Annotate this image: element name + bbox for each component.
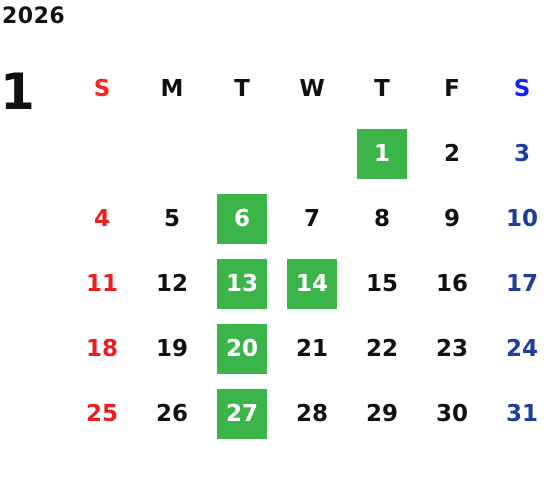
day-number: 12 bbox=[155, 270, 188, 297]
highlighted-day-number: 27 bbox=[217, 388, 267, 439]
day-number: 16 bbox=[435, 270, 468, 297]
day-number: 7 bbox=[303, 205, 320, 232]
calendar-day-cell[interactable]: 25 bbox=[67, 381, 137, 446]
day-number: 10 bbox=[505, 205, 538, 232]
calendar-day-cell[interactable]: 30 bbox=[417, 381, 487, 446]
day-number: 15 bbox=[365, 270, 398, 297]
day-number: 11 bbox=[85, 270, 118, 297]
day-number: 25 bbox=[85, 400, 118, 427]
weekday-thursday: T bbox=[374, 75, 390, 102]
calendar-day-cell[interactable]: 27 bbox=[207, 381, 277, 446]
calendar-day-cell[interactable]: 29 bbox=[347, 381, 417, 446]
day-number: 21 bbox=[295, 335, 328, 362]
calendar-week-row: 18 19 20 21 22 23 24 bbox=[67, 316, 548, 381]
year-label: 2026 bbox=[2, 4, 66, 29]
day-number: 29 bbox=[365, 400, 398, 427]
calendar-day-cell[interactable]: 11 bbox=[67, 251, 137, 316]
calendar-day-cell[interactable]: 18 bbox=[67, 316, 137, 381]
calendar-day-cell[interactable]: 3 bbox=[487, 121, 548, 186]
calendar-day-cell[interactable]: 31 bbox=[487, 381, 548, 446]
calendar-day-cell bbox=[67, 121, 137, 186]
day-number: 17 bbox=[505, 270, 538, 297]
calendar-day-cell[interactable]: 22 bbox=[347, 316, 417, 381]
weekday-saturday: S bbox=[513, 75, 531, 102]
day-number: 19 bbox=[155, 335, 188, 362]
weekday-tuesday: T bbox=[234, 75, 250, 102]
calendar-day-cell[interactable]: 5 bbox=[137, 186, 207, 251]
day-number: 3 bbox=[513, 140, 530, 167]
calendar-day-cell[interactable]: 14 bbox=[277, 251, 347, 316]
calendar-week-row: 25 26 27 28 29 30 31 bbox=[67, 381, 548, 446]
day-number: 26 bbox=[155, 400, 188, 427]
day-number: 24 bbox=[505, 335, 538, 362]
calendar-day-cell[interactable]: 24 bbox=[487, 316, 548, 381]
day-number: 5 bbox=[163, 205, 180, 232]
highlighted-day-number: 13 bbox=[217, 258, 267, 309]
calendar-day-cell[interactable]: 17 bbox=[487, 251, 548, 316]
calendar-day-cell[interactable]: 8 bbox=[347, 186, 417, 251]
calendar-day-cell[interactable]: 28 bbox=[277, 381, 347, 446]
calendar-day-cell[interactable]: 7 bbox=[277, 186, 347, 251]
day-number: 8 bbox=[373, 205, 390, 232]
calendar-week-row: 4 5 6 7 8 9 10 bbox=[67, 186, 548, 251]
calendar-day-cell[interactable]: 15 bbox=[347, 251, 417, 316]
calendar-day-cell[interactable]: 9 bbox=[417, 186, 487, 251]
day-number: 30 bbox=[435, 400, 468, 427]
calendar-day-cell[interactable]: 13 bbox=[207, 251, 277, 316]
weekday-sunday: S bbox=[93, 75, 111, 102]
highlighted-day-number: 1 bbox=[357, 128, 407, 179]
day-number: 31 bbox=[505, 400, 538, 427]
day-number: 28 bbox=[295, 400, 328, 427]
month-number: 1 bbox=[0, 63, 35, 121]
calendar-day-cell[interactable]: 4 bbox=[67, 186, 137, 251]
highlighted-day-number: 6 bbox=[217, 193, 267, 244]
calendar-day-cell[interactable]: 16 bbox=[417, 251, 487, 316]
calendar-day-cell bbox=[207, 121, 277, 186]
weekday-wednesday: W bbox=[299, 75, 325, 102]
weekday-header-row: S M T W T F S bbox=[67, 56, 548, 121]
day-number: 9 bbox=[443, 205, 460, 232]
calendar-day-cell[interactable]: 26 bbox=[137, 381, 207, 446]
calendar-day-cell[interactable]: 12 bbox=[137, 251, 207, 316]
calendar-day-cell[interactable]: 2 bbox=[417, 121, 487, 186]
calendar-week-row: 11 12 13 14 15 16 17 bbox=[67, 251, 548, 316]
calendar-day-cell bbox=[277, 121, 347, 186]
calendar-day-cell[interactable]: 23 bbox=[417, 316, 487, 381]
day-number: 2 bbox=[443, 140, 460, 167]
calendar-day-cell[interactable]: 19 bbox=[137, 316, 207, 381]
day-number: 23 bbox=[435, 335, 468, 362]
day-number: 18 bbox=[85, 335, 118, 362]
calendar-week-row: 1 2 3 bbox=[67, 121, 548, 186]
weekday-friday: F bbox=[444, 75, 460, 102]
calendar-day-cell[interactable]: 6 bbox=[207, 186, 277, 251]
weekday-monday: M bbox=[160, 75, 184, 102]
calendar-day-cell[interactable]: 21 bbox=[277, 316, 347, 381]
highlighted-day-number: 14 bbox=[287, 258, 337, 309]
day-number: 22 bbox=[365, 335, 398, 362]
calendar-day-cell[interactable]: 1 bbox=[347, 121, 417, 186]
day-number: 4 bbox=[93, 205, 110, 232]
calendar-day-cell bbox=[137, 121, 207, 186]
calendar-day-cell[interactable]: 10 bbox=[487, 186, 548, 251]
calendar-day-cell[interactable]: 20 bbox=[207, 316, 277, 381]
highlighted-day-number: 20 bbox=[217, 323, 267, 374]
